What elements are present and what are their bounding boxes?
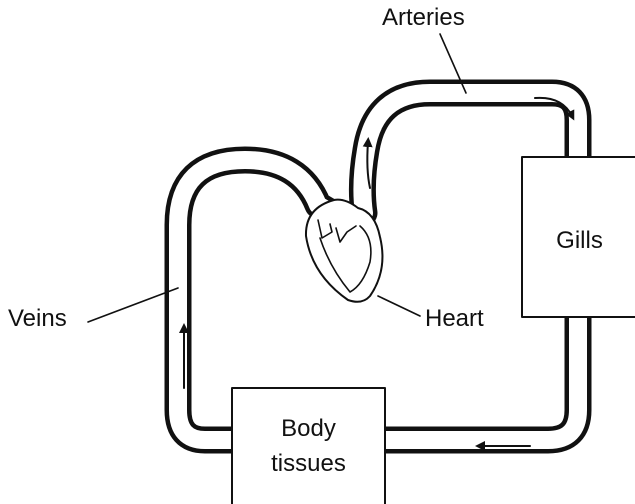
return-vessel (385, 317, 578, 440)
body-tissues-label-line2: tissues (232, 447, 385, 482)
heart (306, 200, 382, 302)
heart-label: Heart (425, 307, 484, 331)
body-tissues-label-line1: Body (232, 412, 385, 447)
heart-leader-line (378, 296, 420, 316)
veins-label: Veins (8, 307, 67, 331)
gills-label: Gills (522, 224, 635, 259)
body-tissues-label: Body tissues (232, 412, 385, 482)
arteries-label: Arteries (382, 6, 465, 30)
